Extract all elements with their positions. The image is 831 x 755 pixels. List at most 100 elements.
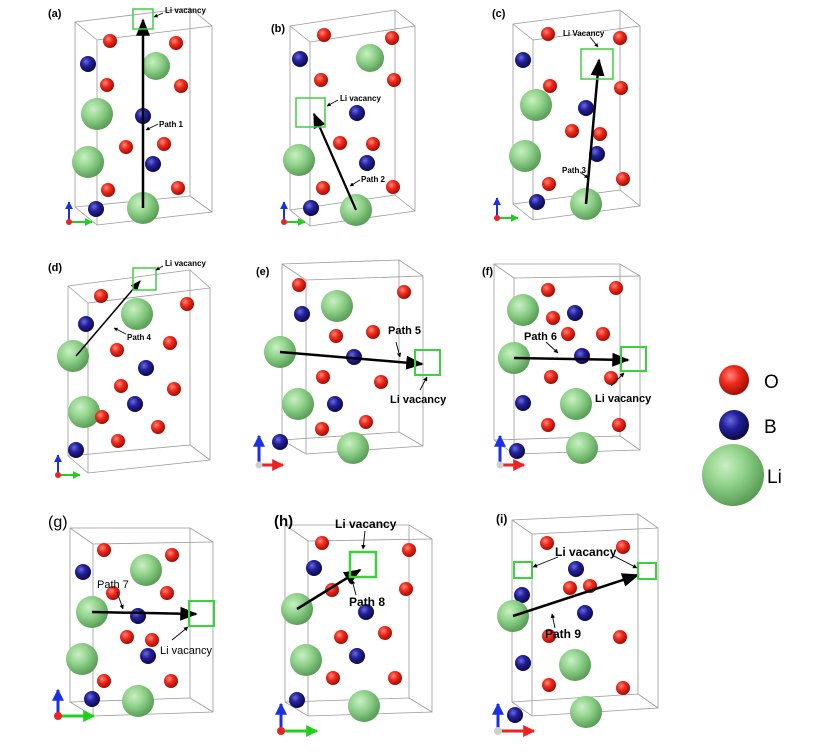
li-vacancy-box bbox=[580, 48, 614, 80]
o-atom bbox=[97, 674, 111, 688]
panel-tag: (c) bbox=[492, 8, 506, 20]
b-atom bbox=[130, 608, 146, 624]
o-atom bbox=[94, 289, 108, 303]
b-atom bbox=[88, 201, 104, 217]
panel-tag: (d) bbox=[48, 262, 62, 274]
unit-cell bbox=[284, 524, 433, 717]
path-label: Path 7 bbox=[97, 579, 129, 591]
panel-tag: (g) bbox=[48, 514, 68, 531]
path-pointer bbox=[550, 613, 556, 629]
vacancy-pointer bbox=[155, 265, 164, 271]
path-label: Path 2 bbox=[361, 175, 386, 184]
migration-arrow bbox=[75, 280, 141, 357]
b-atom bbox=[529, 194, 545, 210]
path-label: Path 8 bbox=[349, 595, 385, 609]
o-atom bbox=[110, 343, 124, 357]
panel-b: Li vacancy Path 2 (b) bbox=[271, 9, 416, 227]
panel-g: Path 7 Li vacancy (g) bbox=[48, 514, 215, 722]
o-atom bbox=[316, 370, 330, 384]
o-atom bbox=[613, 31, 627, 45]
o-atom bbox=[111, 434, 125, 448]
vacancy-label: Li vacancy bbox=[595, 393, 652, 405]
vacancy-pointer bbox=[326, 99, 339, 107]
li-atom bbox=[282, 388, 314, 420]
o-atom bbox=[541, 283, 555, 297]
vacancy-label: Li Vacancy bbox=[563, 29, 605, 38]
o-atom bbox=[315, 536, 329, 550]
path-pointer bbox=[116, 591, 124, 610]
b-atom bbox=[68, 442, 84, 458]
b-atom-icon bbox=[719, 410, 749, 440]
o-atom bbox=[563, 581, 577, 595]
path-label: Path 6 bbox=[524, 331, 557, 343]
li-atom bbox=[142, 52, 170, 80]
o-atom bbox=[542, 629, 556, 643]
path-pointer bbox=[395, 341, 402, 358]
path-label: Path 9 bbox=[545, 627, 581, 641]
panel-tag: (h) bbox=[274, 513, 293, 530]
o-atom bbox=[544, 370, 558, 384]
li-atom bbox=[559, 649, 591, 681]
axis-triad bbox=[253, 434, 285, 471]
vacancy-label: Li vacancy bbox=[335, 517, 397, 531]
b-atom bbox=[567, 305, 583, 321]
panel-c: Li Vacancy Path 3 (c) bbox=[492, 8, 641, 222]
o-atom bbox=[543, 79, 557, 93]
migration-arrow bbox=[513, 352, 630, 367]
vacancy-label: Li vacancy bbox=[340, 94, 381, 103]
b-atom bbox=[515, 52, 531, 68]
li-atom bbox=[72, 146, 104, 178]
li-atom bbox=[321, 290, 353, 322]
axis-triad bbox=[494, 434, 526, 471]
o-atom bbox=[317, 28, 331, 42]
o-atom bbox=[315, 422, 329, 436]
unit-cell bbox=[69, 527, 214, 717]
b-atom bbox=[358, 604, 374, 620]
b-atom bbox=[349, 105, 365, 121]
b-atom bbox=[574, 348, 590, 364]
o-atom bbox=[609, 281, 623, 295]
panel-e: Path 5 Li vacancy (e) bbox=[253, 259, 447, 471]
panel-d: Li vacancy Path 4 (d) bbox=[48, 259, 211, 479]
o-atom bbox=[613, 630, 627, 644]
o-atom bbox=[145, 633, 159, 647]
legend-item-b: B bbox=[719, 410, 777, 440]
o-atom bbox=[541, 27, 555, 41]
o-atom bbox=[593, 127, 607, 141]
b-atom bbox=[303, 200, 319, 216]
b-atom bbox=[138, 360, 154, 376]
vacancy-pointer bbox=[611, 554, 638, 569]
li-atom bbox=[130, 554, 162, 586]
li-atom bbox=[570, 696, 602, 728]
o-atom bbox=[100, 78, 114, 92]
li-vacancy-box bbox=[637, 562, 657, 580]
legend-label-o: O bbox=[764, 372, 779, 393]
o-atom bbox=[565, 124, 579, 138]
li-vacancy-box bbox=[348, 550, 378, 579]
o-atom bbox=[120, 630, 134, 644]
b-atom bbox=[75, 564, 91, 580]
vacancy-pointer bbox=[610, 372, 625, 387]
path-pointer bbox=[349, 179, 361, 187]
o-atom bbox=[378, 626, 392, 640]
li-vacancy-box bbox=[132, 267, 157, 291]
o-atom bbox=[612, 418, 626, 432]
legend-item-o: O bbox=[719, 365, 779, 395]
o-atom bbox=[119, 140, 133, 154]
o-atom bbox=[386, 180, 400, 194]
o-atom bbox=[97, 543, 111, 557]
o-atom bbox=[541, 418, 555, 432]
o-atom bbox=[163, 336, 177, 350]
b-atom bbox=[349, 648, 365, 664]
path-pointer bbox=[113, 327, 127, 335]
o-atom bbox=[561, 327, 575, 341]
b-atom bbox=[578, 100, 594, 116]
o-atom bbox=[616, 681, 630, 695]
axis-triad bbox=[54, 454, 81, 479]
o-atom bbox=[165, 548, 179, 562]
vacancy-label: Li vacancy bbox=[165, 259, 206, 268]
b-atom bbox=[359, 155, 375, 171]
axis-triad bbox=[493, 197, 519, 222]
o-atom bbox=[101, 183, 115, 197]
o-atom bbox=[180, 297, 194, 311]
